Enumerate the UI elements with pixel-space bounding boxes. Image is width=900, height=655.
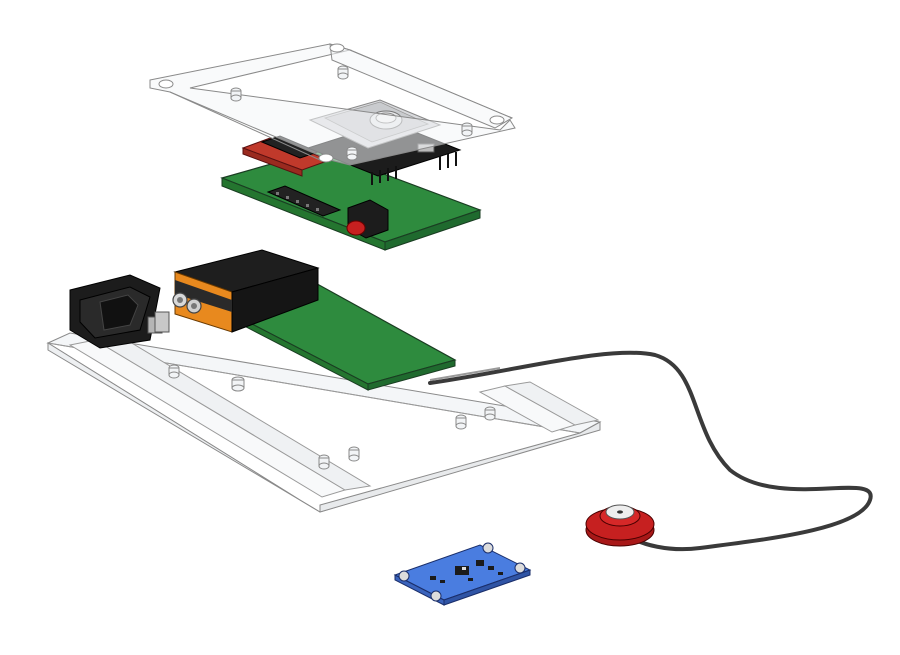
main-pcb xyxy=(220,149,482,251)
power-switch xyxy=(69,274,170,349)
cable xyxy=(428,350,873,552)
standoff-group xyxy=(168,364,496,470)
sensor-breakout xyxy=(393,542,532,606)
top-frame xyxy=(149,43,516,166)
smd-components xyxy=(430,560,503,583)
header-pins xyxy=(276,192,319,211)
base-plate xyxy=(46,332,602,513)
contact-sensor xyxy=(585,504,655,547)
battery-9v xyxy=(172,249,320,333)
frame-standoffs xyxy=(230,65,473,161)
pin-legs xyxy=(371,152,457,185)
